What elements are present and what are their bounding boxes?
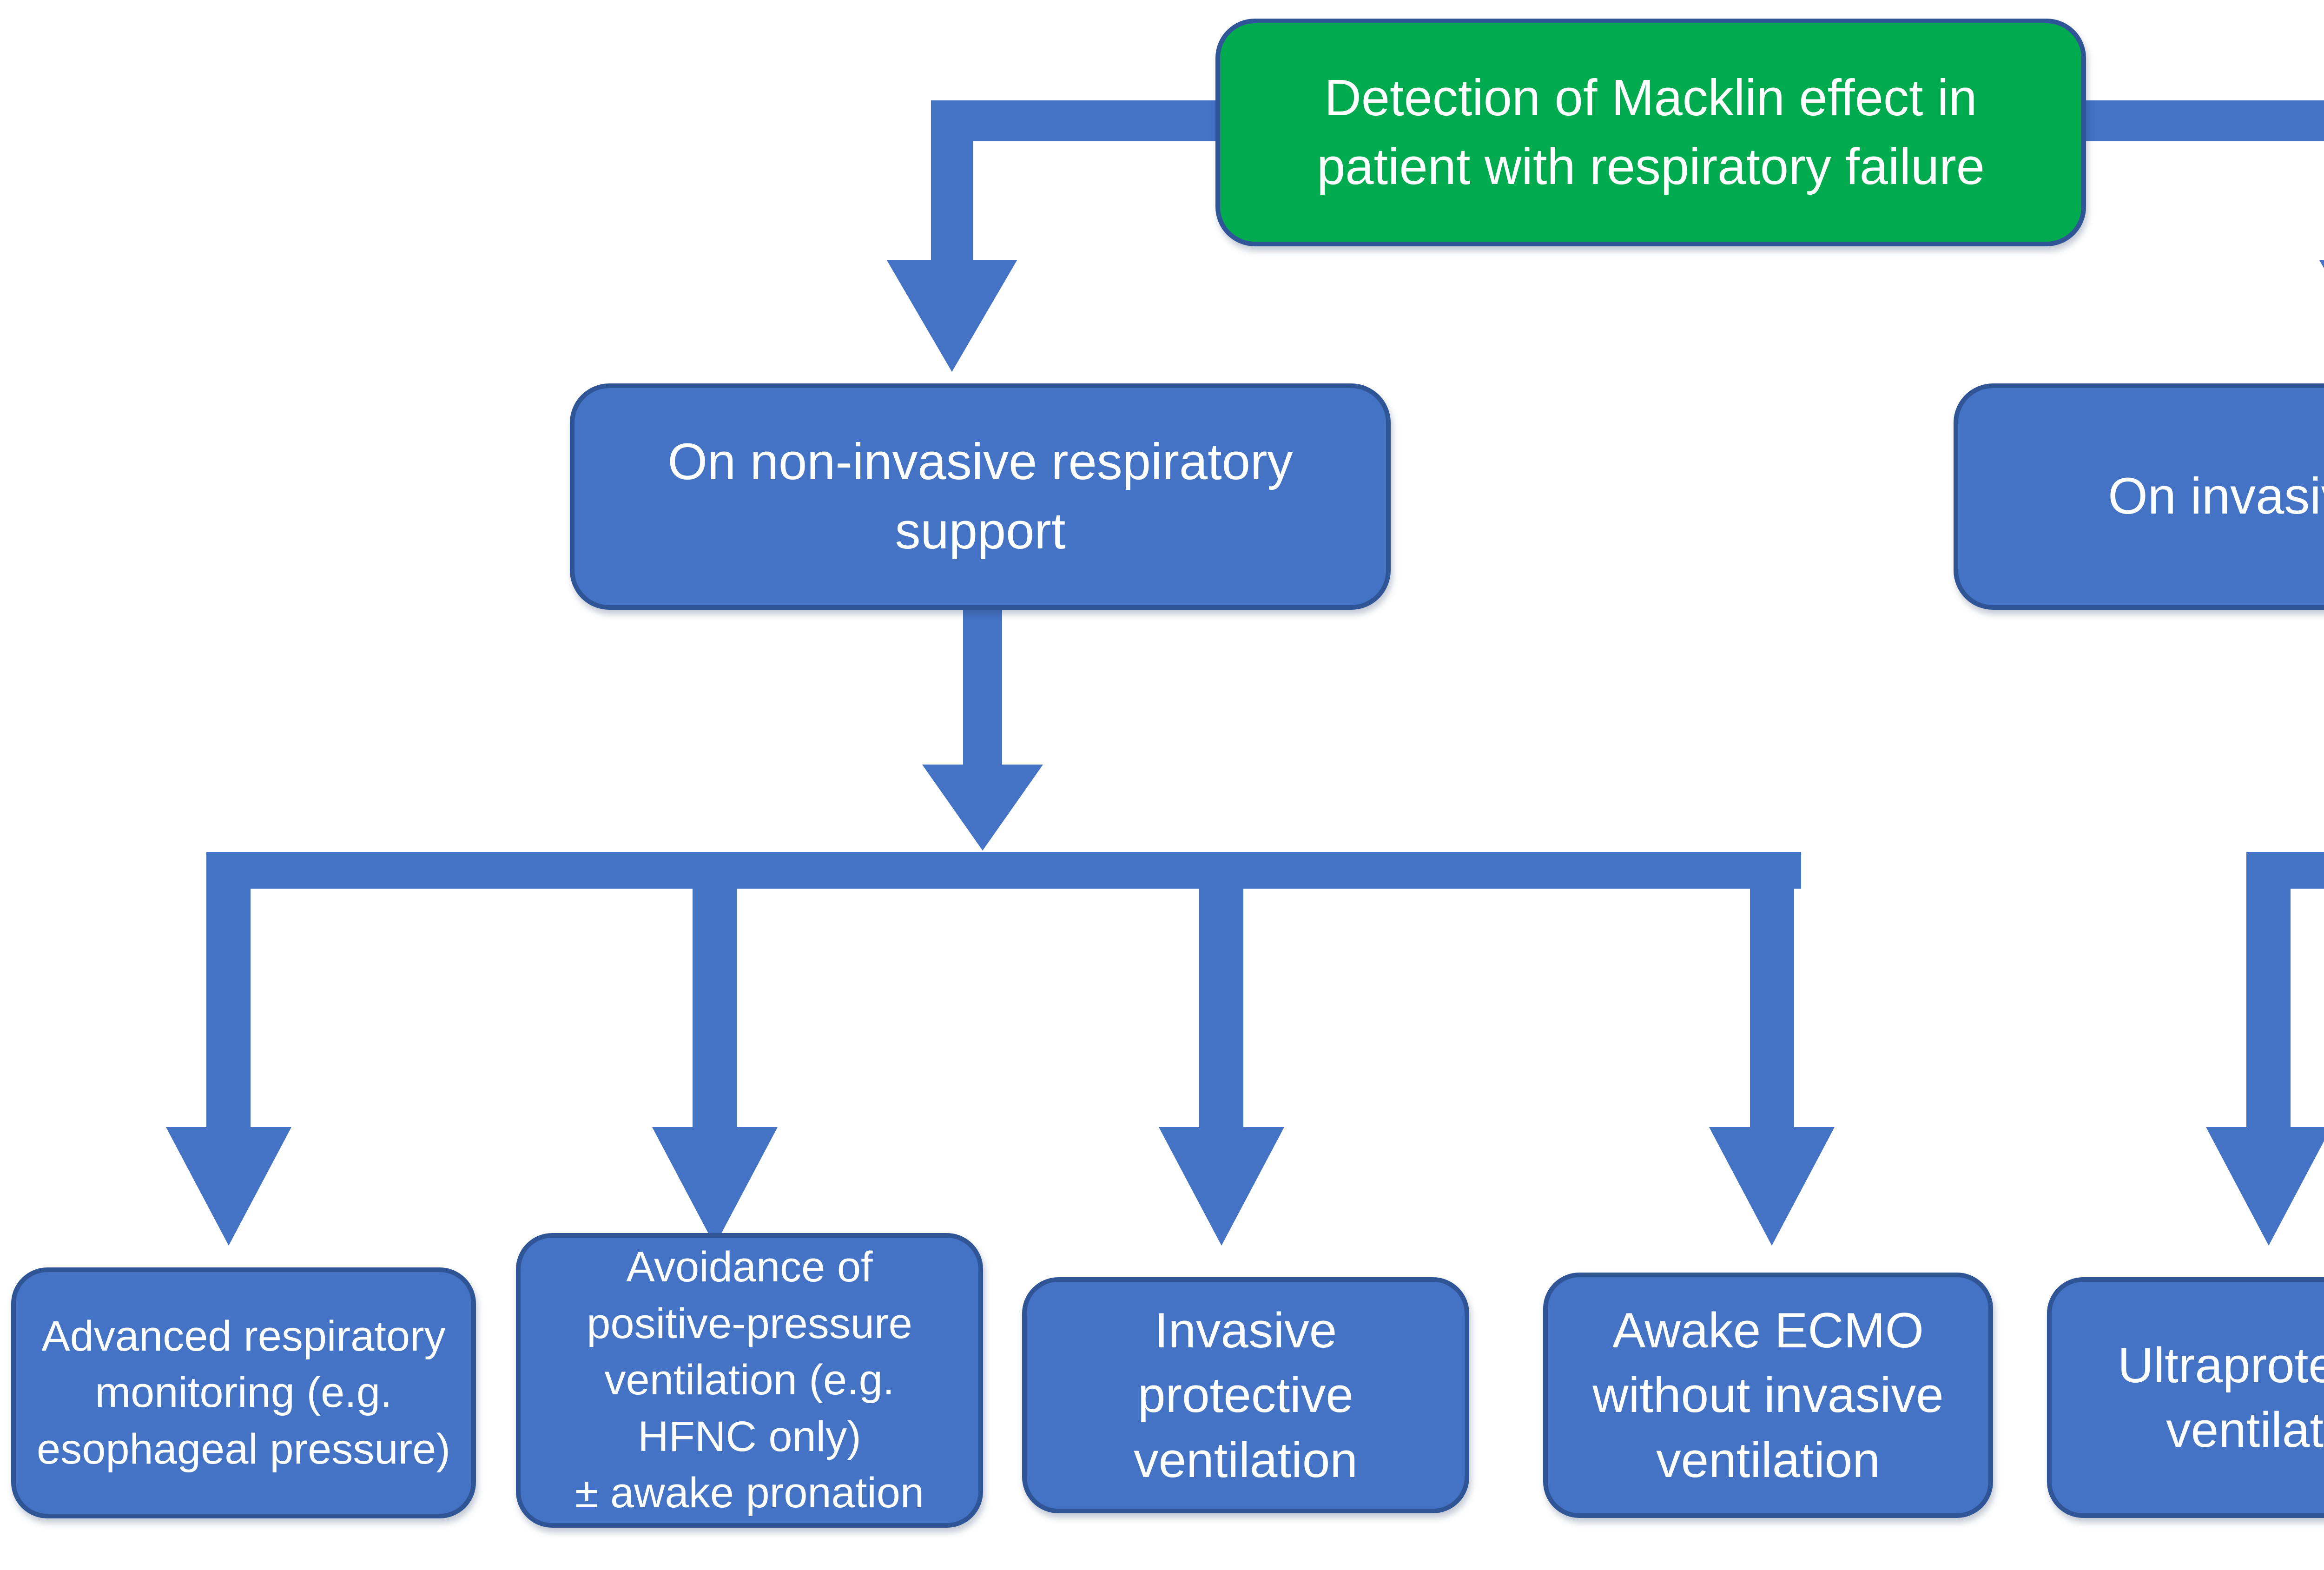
node-label: Invasive protective ventilation	[1134, 1302, 1358, 1488]
node-invasive-protective-ventilation: Invasive protective ventilation	[1022, 1277, 1469, 1513]
arrowhead-down-icon	[1159, 1127, 1284, 1246]
horizontal-distribution-bar	[2246, 852, 2324, 889]
elbow-horizontal-segment	[931, 100, 1219, 141]
node-label: Ultraprotective ventilation	[2118, 1337, 2324, 1458]
arrowhead-down-icon	[1709, 1127, 1835, 1246]
arrowhead-down-icon	[652, 1127, 778, 1246]
elbow-horizontal-segment	[2082, 100, 2324, 141]
node-detection-macklin: Detection of Macklin effect in patient w…	[1215, 19, 2086, 246]
vertical-stem	[1199, 885, 1243, 1132]
node-label: On invasive ventilation	[2108, 468, 2324, 525]
vertical-stem	[206, 885, 251, 1132]
arrowhead-down-icon	[2319, 260, 2324, 269]
arrow-root-to-invasive	[2082, 100, 2324, 269]
horizontal-distribution-bar	[206, 852, 1801, 889]
vertical-stem	[963, 604, 1002, 767]
branch-bar-noninvasive	[206, 852, 1801, 889]
node-label: Avoidance of positive-pressure ventilati…	[574, 1243, 924, 1517]
node-awake-ecmo: Awake ECMO without invasive ventilation	[1543, 1273, 1993, 1518]
arrow-branch-to-avoidance	[652, 885, 778, 1246]
arrow-branch-to-monitoring	[166, 885, 291, 1246]
vertical-stem	[2246, 885, 2291, 1132]
node-ultraprotective-ventilation: Ultraprotective ventilation	[2047, 1277, 2324, 1518]
node-label: Awake ECMO without invasive ventilation	[1592, 1302, 1944, 1488]
branch-bar-invasive	[2246, 852, 2324, 889]
arrowhead-down-icon	[2206, 1127, 2324, 1246]
arrow-root-to-noninvasive	[887, 100, 1219, 372]
arrow-noninvasive-to-branch-bar	[922, 604, 1043, 851]
node-label: Detection of Macklin effect in patient w…	[1317, 69, 1985, 196]
node-invasive-ventilation: On invasive ventilation	[1954, 383, 2324, 610]
vertical-stem	[693, 885, 737, 1132]
arrowhead-down-icon	[887, 260, 1017, 372]
arrowhead-down-icon	[922, 765, 1043, 851]
arrow-branch-to-ultraprotective	[2206, 885, 2324, 1246]
node-avoidance-ppv: Avoidance of positive-pressure ventilati…	[516, 1233, 983, 1528]
node-advanced-monitoring: Advanced respiratory monitoring (e.g. es…	[11, 1267, 476, 1518]
elbow-vertical-stem	[931, 100, 973, 266]
arrow-branch-to-protective	[1159, 885, 1284, 1246]
vertical-stem	[1750, 885, 1794, 1132]
node-label: On non-invasive respiratory support	[667, 433, 1293, 560]
arrow-branch-to-awake-ecmo	[1709, 885, 1835, 1246]
node-label: Advanced respiratory monitoring (e.g. es…	[37, 1312, 450, 1473]
arrowhead-down-icon	[166, 1127, 291, 1246]
node-noninvasive-support: On non-invasive respiratory support	[570, 383, 1391, 610]
